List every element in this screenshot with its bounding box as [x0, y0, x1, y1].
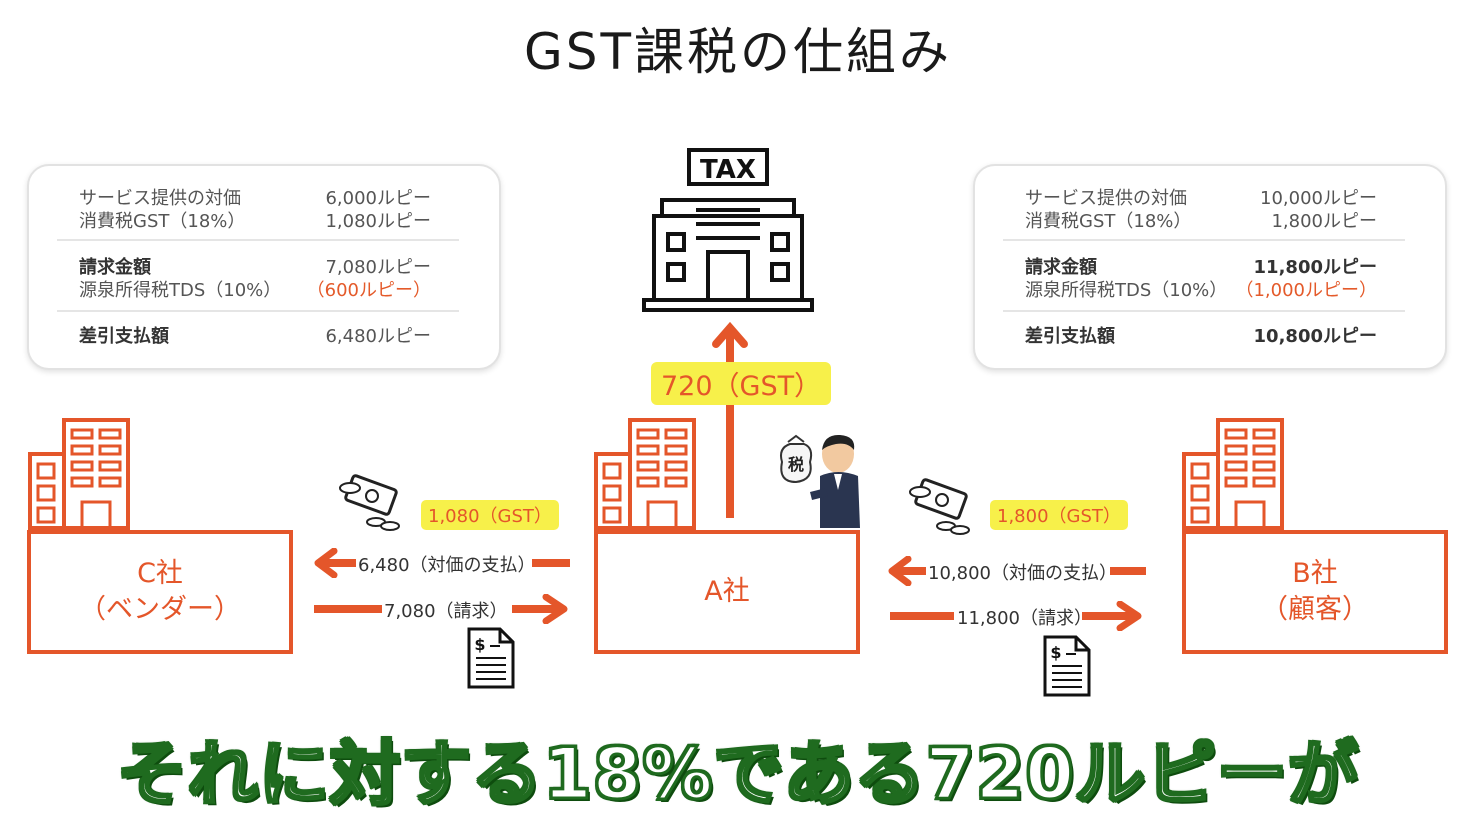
- tax-sign-label: TAX: [700, 155, 756, 185]
- card-divider: [57, 310, 459, 312]
- row-label: 源泉所得税TDS（10%）: [1025, 280, 1228, 301]
- entity-role: （顧客）: [1261, 594, 1369, 625]
- card-divider: [1003, 310, 1405, 312]
- row-value: 10,800ルピー: [1253, 326, 1377, 347]
- row-label: 請求金額: [79, 257, 151, 278]
- entity-a: A社: [594, 530, 860, 654]
- entity-role: （ベンダー）: [79, 594, 241, 625]
- page-title: GST課税の仕組み: [523, 23, 953, 81]
- entity-c-vendor: C社 （ベンダー）: [27, 530, 293, 654]
- row-value: 7,080ルピー: [325, 257, 431, 278]
- left-payment-label: 6,480（対価の支払）: [358, 555, 536, 576]
- building-icon: [1182, 418, 1284, 530]
- video-subtitle: それに対する18%である720ルピーが: [116, 732, 1360, 817]
- money-icon: [909, 478, 970, 535]
- gst-remittance-label: 720（GST）: [651, 362, 832, 405]
- right-payment-arrow: [888, 556, 1146, 586]
- card-row: 源泉所得税TDS（10%） （600ルピー）: [79, 276, 449, 301]
- card-divider: [1003, 239, 1405, 241]
- card-row: 源泉所得税TDS（10%） （1,000ルピー）: [1025, 276, 1395, 301]
- tax-office-icon: TAX: [642, 148, 814, 312]
- invoice-document-icon: $: [467, 627, 515, 689]
- left-gst-tag: 1,080（GST）: [421, 500, 559, 530]
- left-payment-arrow: [314, 548, 570, 578]
- card-row: 消費税GST（18%） 1,800ルピー: [1025, 207, 1395, 232]
- card-row: サービス提供の対価 10,000ルピー: [1025, 184, 1395, 209]
- card-row: サービス提供の対価 6,000ルピー: [79, 184, 449, 209]
- building-icon: [594, 418, 696, 530]
- row-label: サービス提供の対価: [1025, 188, 1187, 209]
- card-row: 差引支払額 10,800ルピー: [1025, 322, 1395, 347]
- left-invoice-arrow: [314, 594, 568, 624]
- row-value: 10,000ルピー: [1260, 188, 1377, 209]
- entity-name: C社: [137, 558, 183, 589]
- building-icon: [28, 418, 130, 530]
- row-value: 1,080ルピー: [325, 211, 431, 232]
- card-row: 請求金額 7,080ルピー: [79, 253, 449, 278]
- row-label: 差引支払額: [1025, 326, 1115, 347]
- row-value: 6,000ルピー: [325, 188, 431, 209]
- svg-text:$: $: [1050, 643, 1061, 662]
- card-row: 差引支払額 6,480ルピー: [79, 322, 449, 347]
- row-label: 消費税GST（18%）: [79, 211, 246, 232]
- entity-b-customer: B社 （顧客）: [1182, 530, 1448, 654]
- entity-name: B社: [1292, 558, 1338, 589]
- svg-text:$: $: [474, 635, 485, 654]
- row-value: 1,800ルピー: [1271, 211, 1377, 232]
- row-label: 消費税GST（18%）: [1025, 211, 1192, 232]
- card-row: 請求金額 11,800ルピー: [1025, 253, 1395, 278]
- right-invoice-arrow: [890, 601, 1142, 631]
- row-value: （1,000ルピー）: [1235, 280, 1377, 301]
- row-label: 源泉所得税TDS（10%）: [79, 280, 282, 301]
- money-icon: [339, 474, 400, 531]
- tax-bag-label: 税: [788, 455, 804, 474]
- left-invoice-card: サービス提供の対価 6,000ルピー 消費税GST（18%） 1,080ルピー …: [27, 164, 501, 370]
- right-gst-tag: 1,800（GST）: [990, 500, 1128, 530]
- row-label: サービス提供の対価: [79, 188, 241, 209]
- right-invoice-label: 11,800（請求）: [957, 608, 1092, 629]
- row-label: 差引支払額: [79, 326, 169, 347]
- right-invoice-card: サービス提供の対価 10,000ルピー 消費税GST（18%） 1,800ルピー…: [973, 164, 1447, 370]
- row-value: 6,480ルピー: [325, 326, 431, 347]
- row-value: （600ルピー）: [306, 280, 431, 301]
- businessman-icon: 税: [780, 434, 860, 528]
- row-value: 11,800ルピー: [1253, 257, 1377, 278]
- card-row: 消費税GST（18%） 1,080ルピー: [79, 207, 449, 232]
- invoice-document-icon: $: [1043, 635, 1091, 697]
- left-invoice-label: 7,080（請求）: [384, 601, 508, 622]
- row-label: 請求金額: [1025, 257, 1097, 278]
- entity-name: A社: [704, 576, 750, 607]
- card-divider: [57, 239, 459, 241]
- right-payment-label: 10,800（対価の支払）: [928, 563, 1117, 584]
- gst-up-arrow: [712, 321, 748, 518]
